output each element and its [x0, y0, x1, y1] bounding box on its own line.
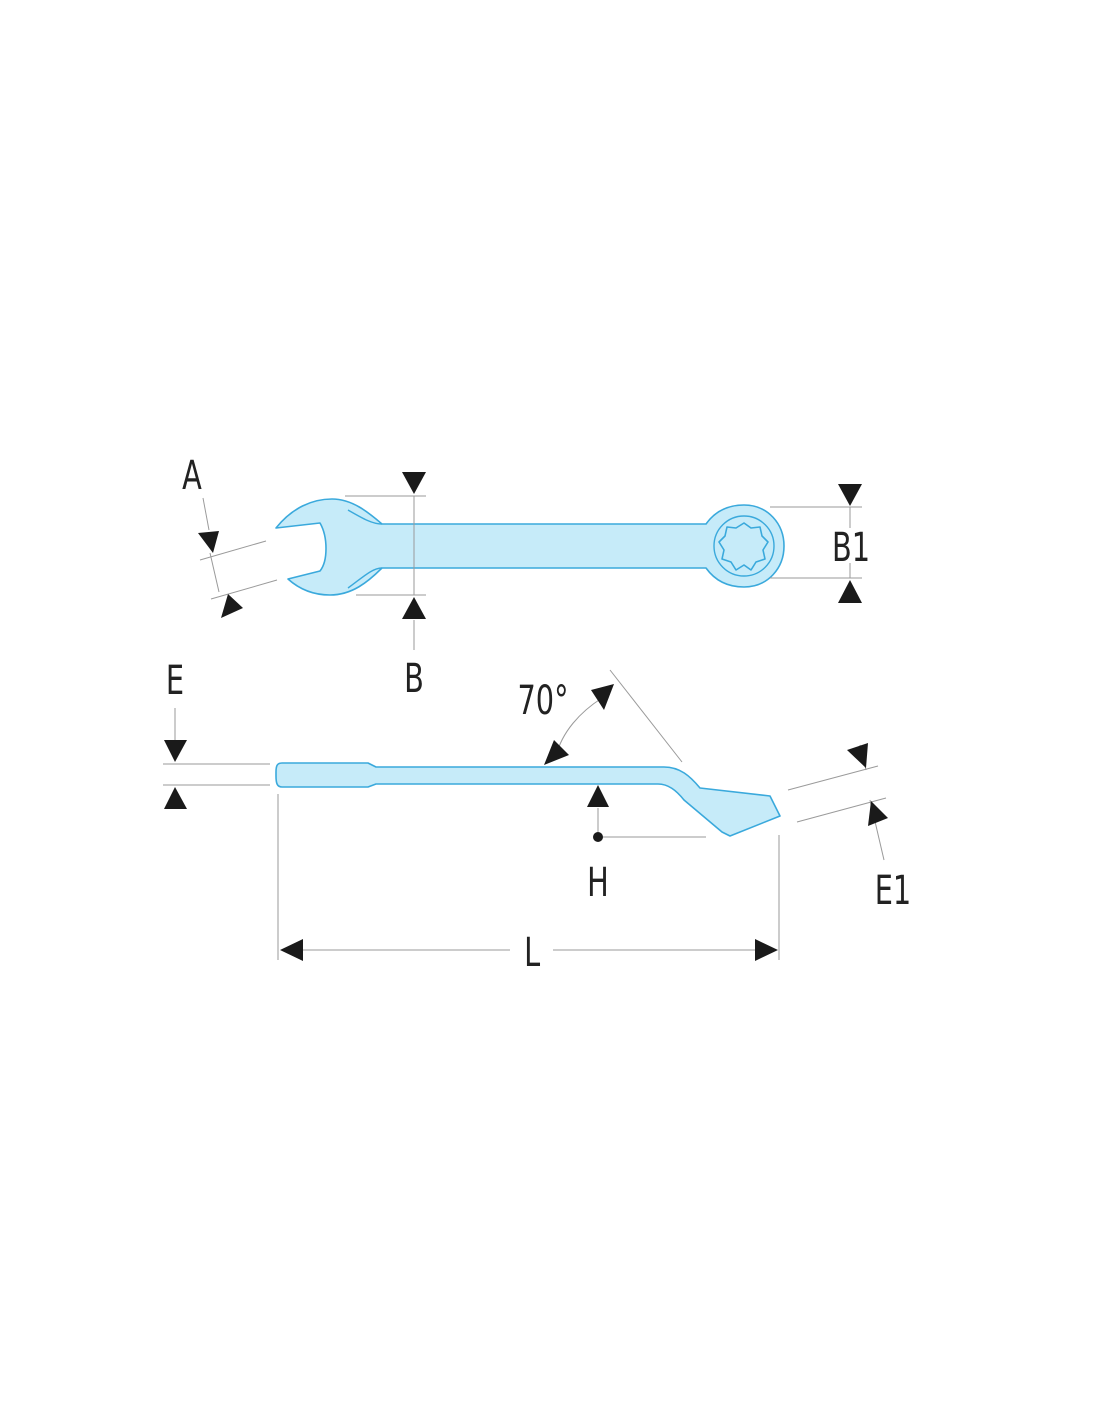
wrench-top-view	[275, 498, 785, 596]
arrowheads	[164, 472, 888, 961]
label-b1: B1	[832, 525, 870, 571]
dim-b1-arrow-top	[838, 484, 862, 506]
dim-e1-arrow-top	[847, 743, 868, 768]
label-l: L	[524, 930, 541, 976]
dim-b1-arrow-bottom	[838, 580, 862, 603]
angle-arrow-lower	[544, 740, 569, 765]
dim-h-arrow	[587, 785, 609, 807]
dim-e-arrow-top	[164, 740, 187, 762]
label-angle-70: 70°	[517, 678, 568, 724]
dimension-labels: A B B1 E E1 H L 70°	[166, 453, 911, 976]
dim-a-arrow-upper	[198, 531, 219, 553]
label-b: B	[404, 656, 424, 702]
dim-l-arrow-right	[755, 939, 778, 961]
ring-collar	[713, 515, 775, 577]
label-e1: E1	[875, 868, 912, 914]
wrench-top-shank-edge	[347, 509, 383, 525]
angle-arrow-upper	[591, 684, 614, 710]
dim-a-arrow-lower	[221, 594, 243, 618]
dim-b-arrow-bottom	[402, 597, 426, 619]
dim-l-arrow-left	[280, 939, 303, 961]
dim-b-arrow-top	[402, 472, 426, 494]
label-h: H	[587, 860, 609, 906]
label-e: E	[166, 658, 184, 704]
label-a: A	[182, 453, 202, 499]
dim-h-point	[593, 832, 603, 842]
wrench-top-shank-edge-lower	[347, 567, 383, 589]
wrench-side-outline	[275, 762, 781, 837]
ring-bihex-opening	[718, 522, 769, 571]
wrench-side-view	[275, 762, 781, 837]
dim-e-arrow-bottom	[164, 787, 187, 809]
wrench-top-outline	[275, 498, 785, 596]
dim-e1-arrow-bottom	[868, 801, 888, 826]
